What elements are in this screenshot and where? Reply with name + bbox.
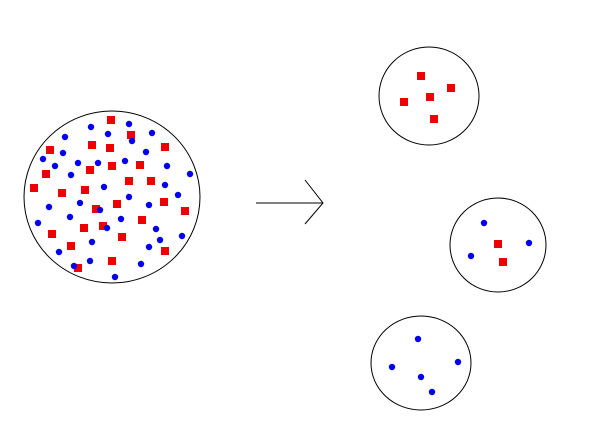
source-circle (23, 110, 201, 284)
blue-dot-item (103, 224, 111, 232)
red-square-item (181, 207, 189, 215)
red-square-item (108, 162, 116, 170)
red-square-item (161, 247, 169, 255)
blue-dot-item (156, 236, 164, 244)
red-square-item (118, 233, 126, 241)
result-circle-red-only (378, 46, 480, 146)
blue-dot-item (111, 273, 119, 281)
blue-dot-item (152, 225, 160, 233)
blue-dot-item (454, 358, 462, 366)
red-square-item (108, 257, 116, 265)
red-square-item (426, 93, 434, 101)
red-square-item (447, 84, 455, 92)
blue-dot-item (117, 215, 125, 223)
blue-dot-item (55, 248, 63, 256)
blue-dot-item (67, 171, 75, 179)
red-square-item (417, 72, 425, 80)
blue-dot-item (417, 373, 425, 381)
blue-dot-item (137, 260, 145, 268)
blue-dot-item (125, 193, 133, 201)
red-square-item (147, 177, 155, 185)
red-square-item (107, 116, 115, 124)
red-square-item (106, 144, 114, 152)
blue-dot-item (61, 133, 69, 141)
red-square-item (81, 186, 89, 194)
blue-dot-item (163, 162, 171, 170)
red-square-item (127, 131, 135, 139)
blue-dot-item (76, 199, 84, 207)
red-square-item (86, 166, 94, 174)
blue-dot-item (125, 120, 133, 128)
source-circle-group (23, 110, 201, 284)
blue-dot-item (121, 157, 129, 165)
red-square-item (99, 222, 107, 230)
red-square-item (88, 141, 96, 149)
blue-dot-item (66, 213, 74, 221)
blue-dot-item (87, 123, 95, 131)
red-square-item (494, 240, 502, 248)
blue-dot-item (142, 148, 150, 156)
red-square-item (46, 146, 54, 154)
blue-dot-item (34, 219, 42, 227)
red-square-item (113, 200, 121, 208)
red-square-item (136, 161, 144, 169)
blue-dot-item (525, 239, 533, 247)
blue-dot-item (74, 159, 82, 167)
red-square-item (42, 170, 50, 178)
red-square-item (430, 115, 438, 123)
blue-dot-item (86, 257, 94, 265)
blue-dot-item (128, 137, 136, 145)
blue-dot-item (388, 363, 396, 371)
arrow-head (304, 179, 324, 225)
result-circle-red-group (378, 46, 480, 146)
blue-dot-item (145, 201, 153, 209)
blue-dot-item (148, 129, 156, 137)
red-square-item (74, 264, 82, 272)
red-square-item (161, 143, 169, 151)
transform-arrow (256, 179, 324, 225)
blue-dot-item (467, 252, 475, 260)
red-square-item (400, 98, 408, 106)
result-circle-mixed (449, 197, 547, 293)
blue-dot-item (480, 219, 488, 227)
red-square-item (48, 230, 56, 238)
blue-dot-item (178, 232, 186, 240)
result-circle-blue-group (370, 315, 472, 411)
blue-dot-item (428, 388, 436, 396)
blue-dot-item (100, 183, 108, 191)
blue-dot-item (96, 206, 104, 214)
red-square-item (138, 216, 146, 224)
red-square-item (30, 184, 38, 192)
red-square-item (92, 205, 100, 213)
blue-dot-item (51, 162, 59, 170)
red-square-item (160, 198, 168, 206)
result-circle-blue-only (370, 315, 472, 411)
blue-dot-item (70, 262, 78, 270)
blue-dot-item (414, 335, 422, 343)
blue-dot-item (186, 170, 194, 178)
blue-dot-item (39, 155, 47, 163)
red-square-item (80, 224, 88, 232)
blue-dot-item (94, 159, 102, 167)
blue-dot-item (104, 130, 112, 138)
red-square-item (125, 177, 133, 185)
blue-dot-item (88, 238, 96, 246)
blue-dot-item (174, 191, 182, 199)
red-square-item (67, 242, 75, 250)
blue-dot-item (161, 181, 169, 189)
blue-dot-item (45, 203, 53, 211)
result-circle-mixed-group (449, 197, 547, 293)
red-square-item (58, 189, 66, 197)
red-square-item (499, 258, 507, 266)
blue-dot-item (145, 243, 153, 251)
blue-dot-item (59, 149, 67, 157)
